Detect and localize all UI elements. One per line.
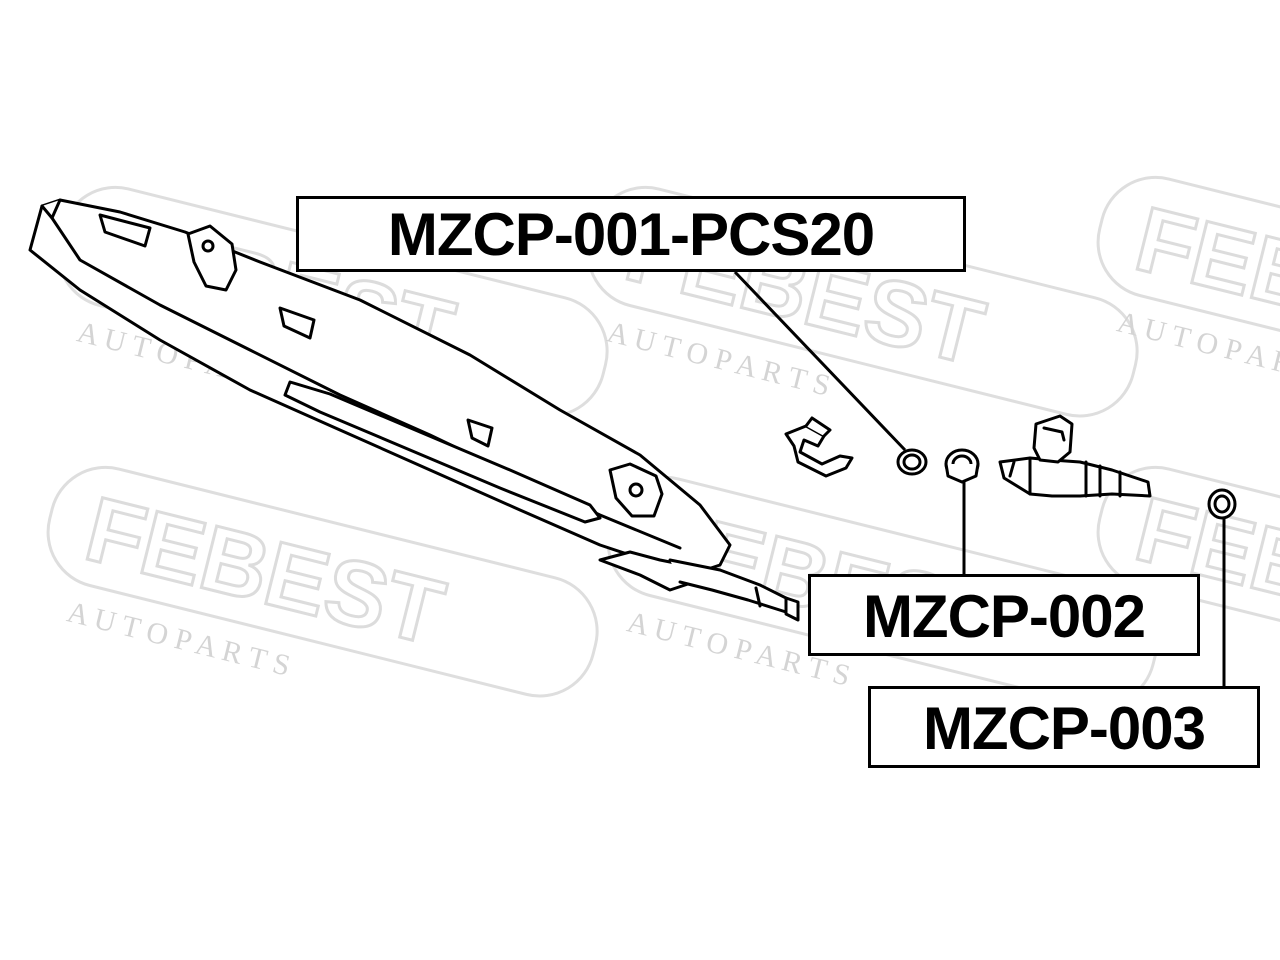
watermark-logo-3: FEBEST A U T O P A R T S xyxy=(1096,175,1280,408)
fuel-rail-drawing xyxy=(28,198,1237,622)
part-label-mzcp-002[interactable]: MZCP-002 xyxy=(808,574,1200,656)
leader-lines xyxy=(733,270,1226,686)
leader-line-part-1 xyxy=(733,270,907,452)
part-label-mzcp-001-pcs20[interactable]: MZCP-001-PCS20 xyxy=(296,196,966,272)
part-label-mzcp-003[interactable]: MZCP-003 xyxy=(868,686,1260,768)
